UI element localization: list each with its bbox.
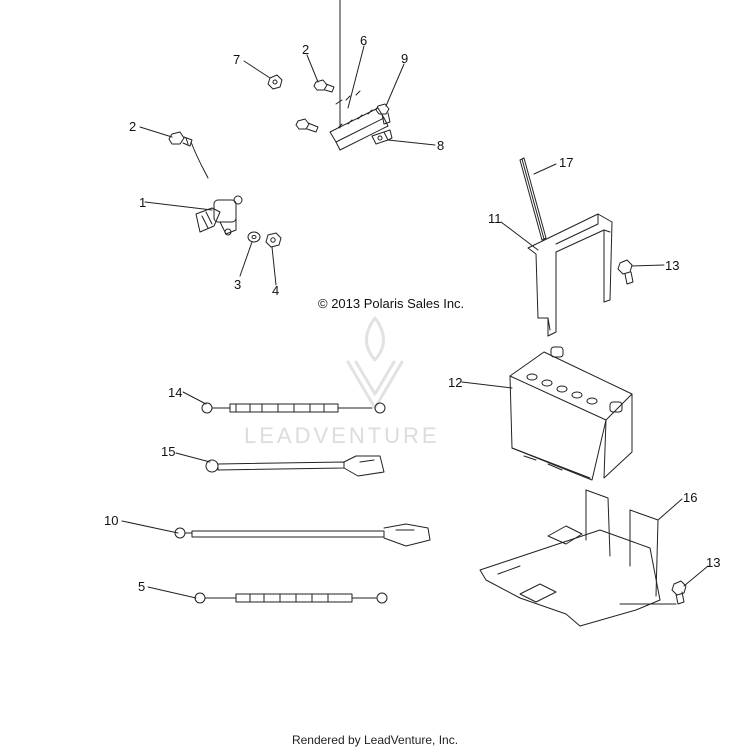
callout-12: 12 xyxy=(448,375,463,390)
callout-13-lower: 13 xyxy=(706,555,721,570)
callout-17: 17 xyxy=(559,155,574,170)
callout-3: 3 xyxy=(234,277,242,292)
callout-8: 8 xyxy=(437,138,445,153)
part-2-screw-left xyxy=(168,131,193,147)
callout-6: 6 xyxy=(360,33,368,48)
leader-2-left xyxy=(190,141,209,179)
footer-credit: Rendered by LeadVenture, Inc. xyxy=(291,733,459,747)
callout-4: 4 xyxy=(272,283,280,298)
copyright-notice: © 2013 Polaris Sales Inc. xyxy=(318,296,465,311)
callout-2-left: 2 xyxy=(129,119,137,134)
callout-2-top: 2 xyxy=(302,42,310,57)
callout-15: 15 xyxy=(161,444,176,459)
callout-11: 11 xyxy=(488,211,502,226)
callout-14: 14 xyxy=(168,385,183,400)
part-17-strap xyxy=(519,157,547,241)
callout-16: 16 xyxy=(683,490,698,505)
callout-9: 9 xyxy=(401,51,409,66)
part-3-washer xyxy=(247,231,261,243)
part-14-cable xyxy=(201,402,386,414)
part-16-tray xyxy=(479,489,661,627)
callout-1: 1 xyxy=(139,195,147,210)
callout-5: 5 xyxy=(138,579,146,594)
part-6-terminal-block xyxy=(329,0,389,151)
part-13-bolt-upper xyxy=(617,259,634,285)
callout-10: 10 xyxy=(104,513,119,528)
leader-lines xyxy=(121,45,709,605)
callout-13-upper: 13 xyxy=(665,258,680,273)
part-7-nut xyxy=(267,74,283,90)
part-screw-lower xyxy=(295,118,319,133)
part-2-screw-top xyxy=(313,79,335,93)
part-12-battery xyxy=(509,346,633,481)
battery-vent-caps xyxy=(526,373,598,405)
leadventure-watermark-logo xyxy=(346,316,404,410)
part-5-cable xyxy=(194,592,388,604)
callout-7: 7 xyxy=(233,52,241,67)
watermark-text: LEADVENTURE xyxy=(244,423,440,448)
part-10-cable xyxy=(174,523,431,547)
part-15-cable xyxy=(205,455,385,477)
part-13-bolt-lower xyxy=(671,580,687,605)
part-11-bracket xyxy=(527,213,613,337)
part-9-screw xyxy=(375,103,391,125)
part-1-solenoid xyxy=(195,195,243,236)
part-4-nut xyxy=(265,232,282,248)
